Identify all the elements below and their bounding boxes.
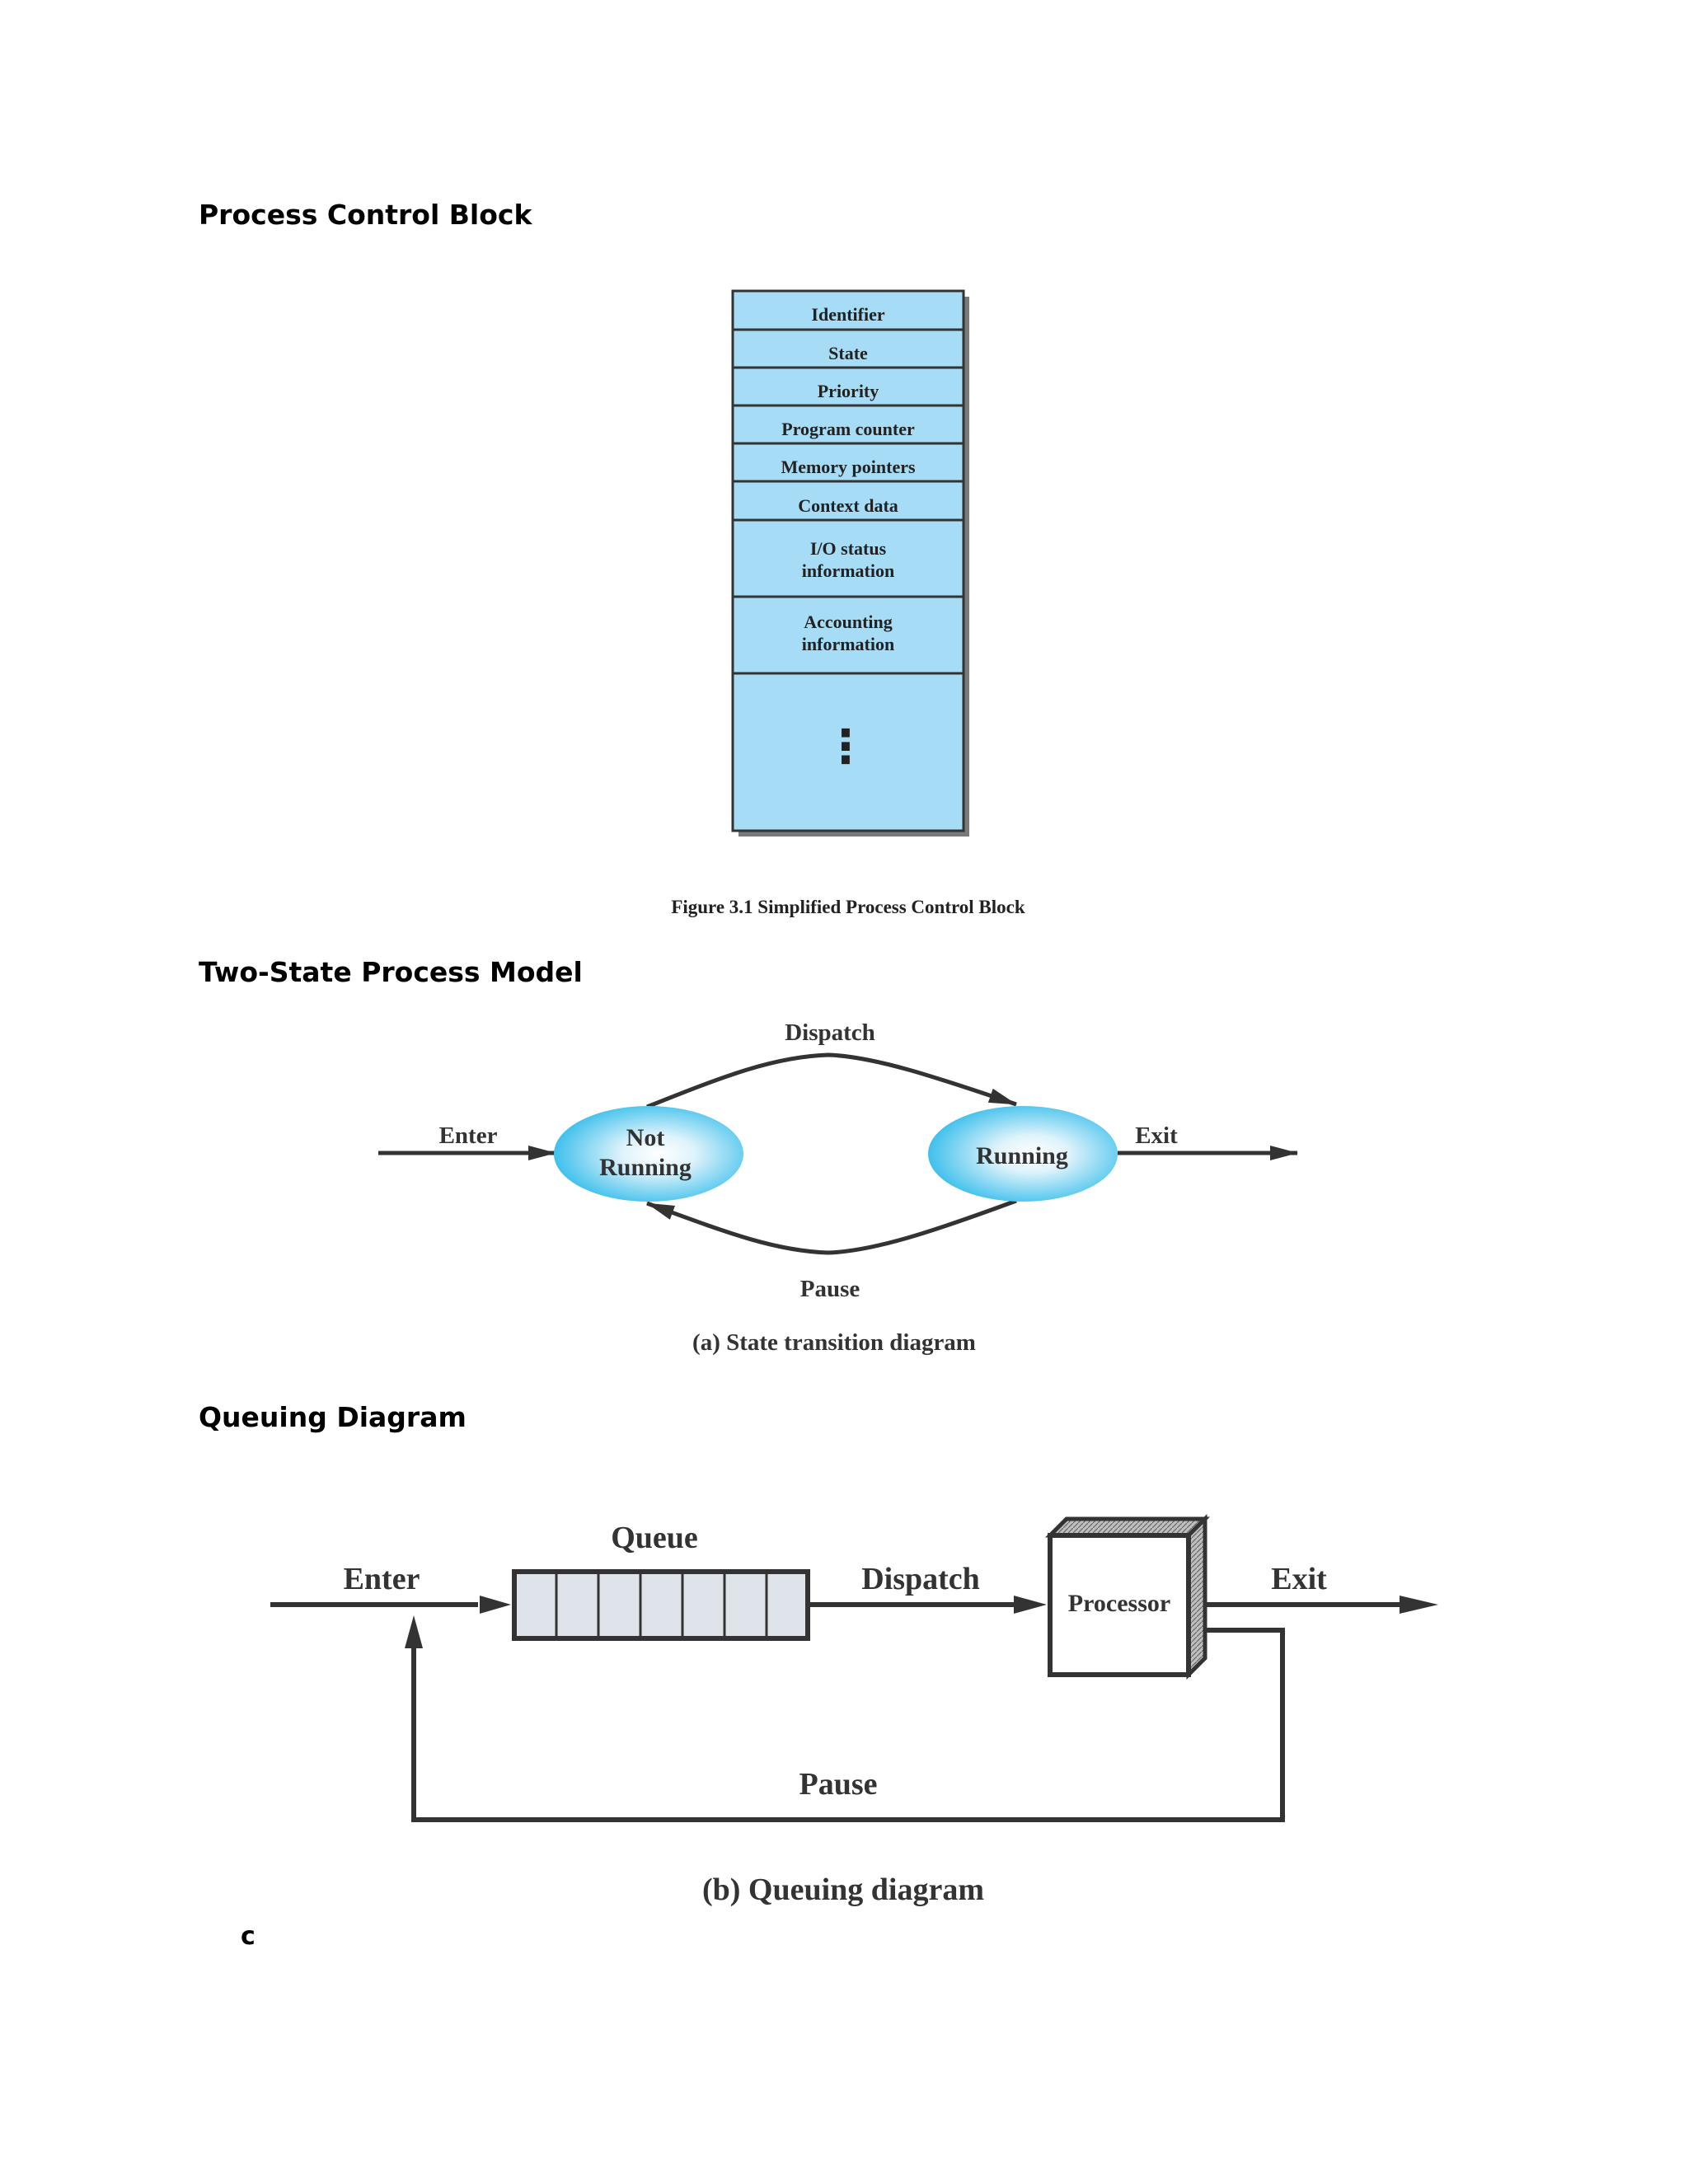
queue-label: Queue xyxy=(611,1521,698,1555)
running-label: Running xyxy=(976,1142,1068,1169)
heading-two-state-model: Two-State Process Model xyxy=(199,956,583,988)
enter-label: Enter xyxy=(439,1122,498,1149)
pcb-field-identifier: Identifier xyxy=(811,304,884,325)
processor-box xyxy=(1048,1533,1191,1677)
dispatch-arc xyxy=(646,1052,1017,1109)
pause-loop-arrowhead xyxy=(405,1615,423,1648)
pcb-field-accounting-1: Accounting xyxy=(804,612,893,632)
queue-exit-arrowhead xyxy=(1400,1596,1438,1614)
exit-label: Exit xyxy=(1135,1122,1178,1149)
queuing-caption: (b) Queuing diagram xyxy=(702,1872,984,1907)
heading-process-control-block: Process Control Block xyxy=(199,199,532,231)
queue-pause-label: Pause xyxy=(799,1767,878,1802)
pcb-field-io-status-1: I/O status xyxy=(810,538,887,559)
pcb-field-state: State xyxy=(828,343,868,363)
pause-label: Pause xyxy=(800,1276,860,1302)
heading-queuing-diagram: Queuing Diagram xyxy=(199,1401,467,1433)
pcb-caption: Figure 3.1 Simplified Process Control Bl… xyxy=(671,897,1025,917)
two-state-caption: (a) State transition diagram xyxy=(692,1329,976,1356)
pcb-figure: Identifier State Priority Program counte… xyxy=(671,289,1025,917)
pcb-field-io-status-2: information xyxy=(802,560,894,581)
not-running-state xyxy=(554,1106,743,1202)
footer-character: c xyxy=(241,1922,256,1951)
queue-enter-arrowhead xyxy=(480,1596,511,1614)
processor-label: Processor xyxy=(1068,1590,1170,1617)
queue-box xyxy=(512,1569,810,1641)
pcb-field-accounting-2: information xyxy=(802,634,894,654)
pcb-block xyxy=(731,289,965,832)
queue-dispatch-label: Dispatch xyxy=(861,1562,980,1596)
running-state xyxy=(928,1106,1118,1202)
pcb-ellipsis: ⋮ xyxy=(823,720,869,774)
queuing-figure: Queue Enter Dispatch Processor Exit Paus… xyxy=(270,1513,1438,1907)
queue-exit-label: Exit xyxy=(1271,1562,1327,1596)
queue-enter-label: Enter xyxy=(344,1562,420,1596)
pcb-field-priority: Priority xyxy=(818,381,879,401)
two-state-figure: Enter Exit Dispatch Pause Not Running Ru… xyxy=(378,1019,1298,1356)
dispatch-label: Dispatch xyxy=(785,1019,875,1046)
pcb-field-context-data: Context data xyxy=(798,495,898,516)
pcb-field-program-counter: Program counter xyxy=(781,419,915,439)
queue-dispatch-arrowhead xyxy=(1014,1596,1047,1614)
not-running-label-1: Not xyxy=(626,1124,665,1151)
pause-arc xyxy=(646,1198,1017,1255)
not-running-label-2: Running xyxy=(599,1154,692,1181)
pcb-field-memory-pointers: Memory pointers xyxy=(781,457,916,477)
pause-loop xyxy=(411,1628,1285,1822)
